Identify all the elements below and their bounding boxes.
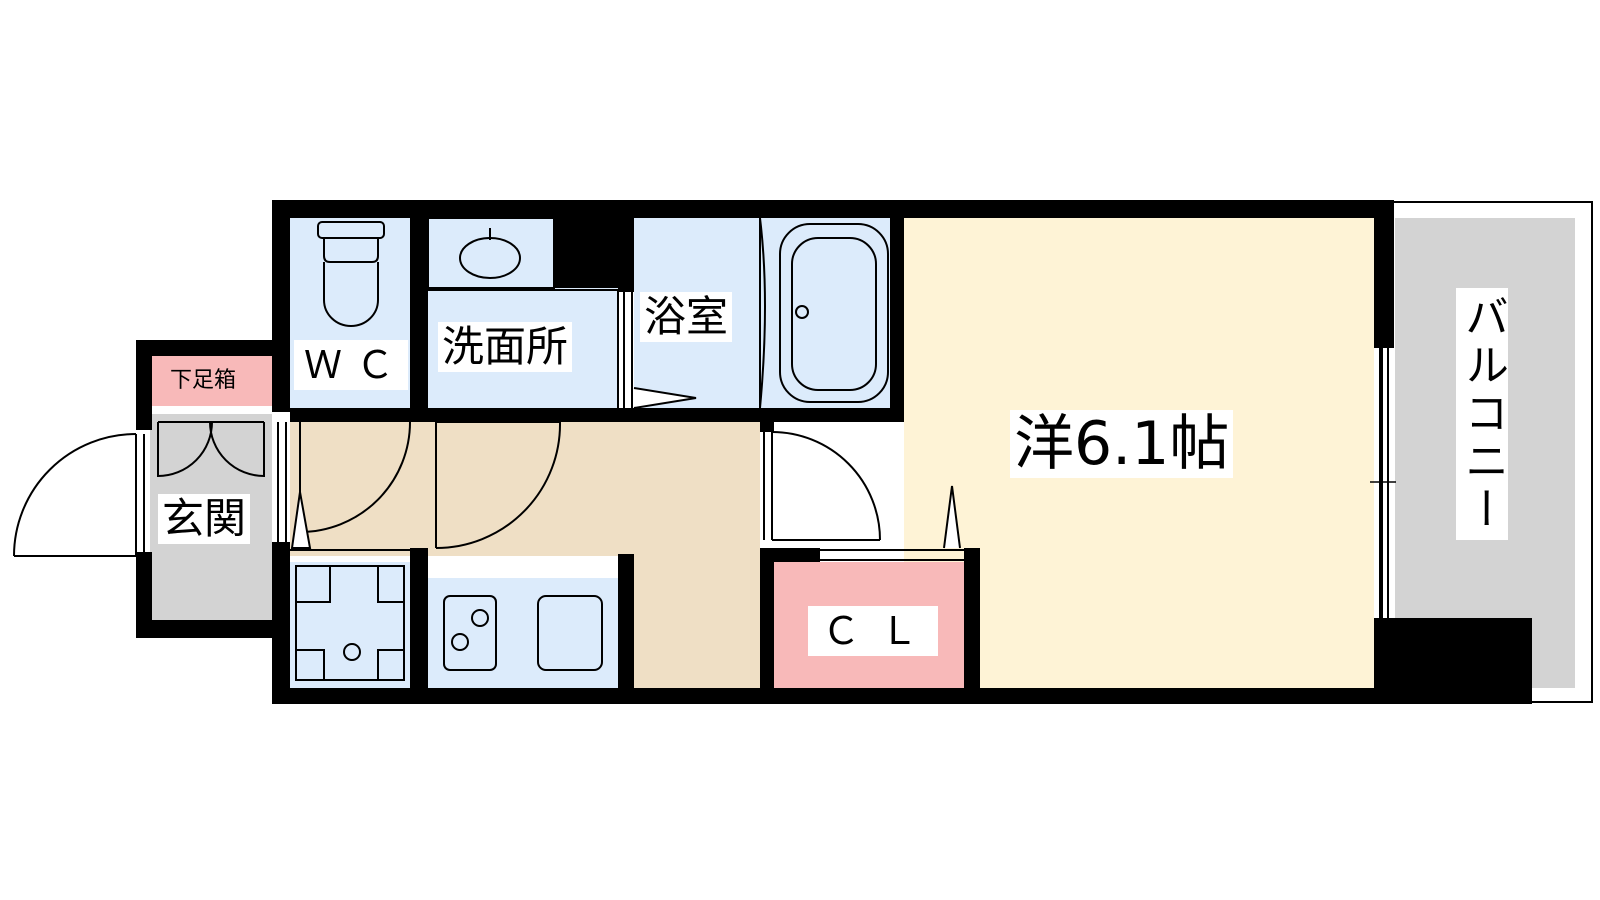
kitchen-sink-icon xyxy=(537,595,603,671)
kitchen-aisle-floor xyxy=(632,418,760,688)
washbasin-icon xyxy=(427,217,619,408)
bathroom-label: 浴室 xyxy=(640,292,733,342)
shoe-box-doors xyxy=(157,421,287,542)
bathroom-door xyxy=(623,292,697,409)
toilet-label: ＷＣ xyxy=(294,340,409,390)
kitchen-stove-icon xyxy=(443,595,497,671)
fridge-space-icon xyxy=(295,565,405,681)
closet-door xyxy=(820,485,964,561)
washroom-label: 洗面所 xyxy=(438,322,573,372)
corridor-slide-marker xyxy=(290,491,410,551)
closet-label: ＣＬ xyxy=(808,606,939,656)
shoe-box-label: 下足箱 xyxy=(164,368,243,394)
walls xyxy=(136,200,1532,704)
western-room-label: 洋6.1帖 xyxy=(1010,410,1234,478)
entrance-label: 玄関 xyxy=(158,494,251,544)
balcony-window xyxy=(1370,348,1396,618)
toilet-fixture-icon xyxy=(317,221,385,327)
washroom-door xyxy=(435,421,562,549)
fridge-space-floor xyxy=(290,562,410,688)
room-door xyxy=(763,431,881,541)
balcony-label: バルコニー xyxy=(1456,288,1508,540)
front-door xyxy=(13,433,145,557)
bathtub-icon xyxy=(759,217,889,409)
